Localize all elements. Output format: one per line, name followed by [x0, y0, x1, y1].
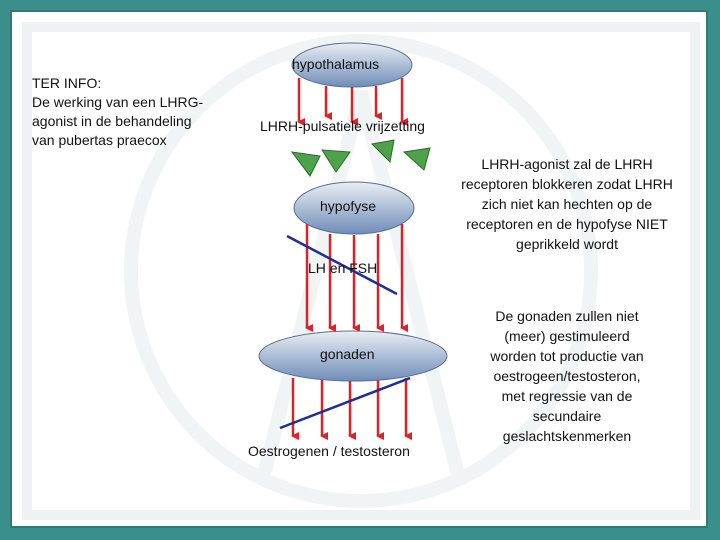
- note-line: De gonaden zullen niet: [495, 308, 639, 324]
- note-line: receptoren blokkeren zodat LHRH: [461, 176, 673, 192]
- info-line: van pubertas praecox: [32, 132, 167, 148]
- info-line: agonist in de behandeling: [32, 113, 192, 129]
- gonads-note: De gonaden zullen niet (meer) gestimulee…: [452, 306, 682, 446]
- lh-fsh-arrows: [305, 224, 408, 332]
- hormones-label: Oestrogenen / testosteron: [248, 443, 410, 459]
- note-line: (meer) gestimuleerd: [504, 328, 630, 344]
- receptor-triangle: [290, 151, 321, 177]
- gonaden-ellipse: [258, 330, 448, 382]
- note-line: zich niet kan hechten op de: [481, 196, 653, 212]
- hypofyse-label: hypofyse: [320, 198, 377, 214]
- hormone-arrows: [291, 378, 412, 440]
- receptor-triangle: [370, 139, 395, 164]
- note-line: worden tot productie van: [490, 348, 644, 364]
- lh-fsh-label: LH en FSH: [308, 260, 378, 276]
- note-line: geprikkeld wordt: [516, 236, 618, 252]
- note-line: LHRH-agonist zal de LHRH: [481, 156, 653, 172]
- info-line: De werking van een LHRG-: [32, 94, 204, 110]
- note-line: secundaire: [532, 408, 602, 424]
- note-line: met regressie van de: [501, 388, 633, 404]
- note-line: geslachtskenmerken: [502, 428, 632, 444]
- slide: TER INFO: De werking van een LHRG- agoni…: [10, 10, 708, 528]
- receptors: [290, 139, 431, 177]
- hormone-axis-diagram: [258, 42, 448, 440]
- agonist-note: LHRH-agonist zal de LHRH receptoren blok…: [427, 154, 706, 254]
- hypothalamus-label: hypothalamus: [292, 56, 380, 72]
- info-text: TER INFO: De werking van een LHRG- agoni…: [32, 74, 242, 150]
- hypofyse-ellipse: [293, 181, 415, 235]
- block-line: [279, 376, 411, 430]
- note-line: receptoren en de hypofyse NIET: [466, 216, 668, 232]
- receptor-triangle: [321, 149, 351, 173]
- release-label: LHRH-pulsatiele vrijzetting: [260, 118, 425, 134]
- block-line: [286, 234, 398, 296]
- info-line: TER INFO:: [32, 75, 102, 91]
- lhrh-arrows: [297, 78, 408, 126]
- gonaden-label: gonaden: [320, 346, 375, 362]
- note-line: oestrogeen/testosteron,: [493, 368, 641, 384]
- receptor-triangle: [402, 147, 431, 171]
